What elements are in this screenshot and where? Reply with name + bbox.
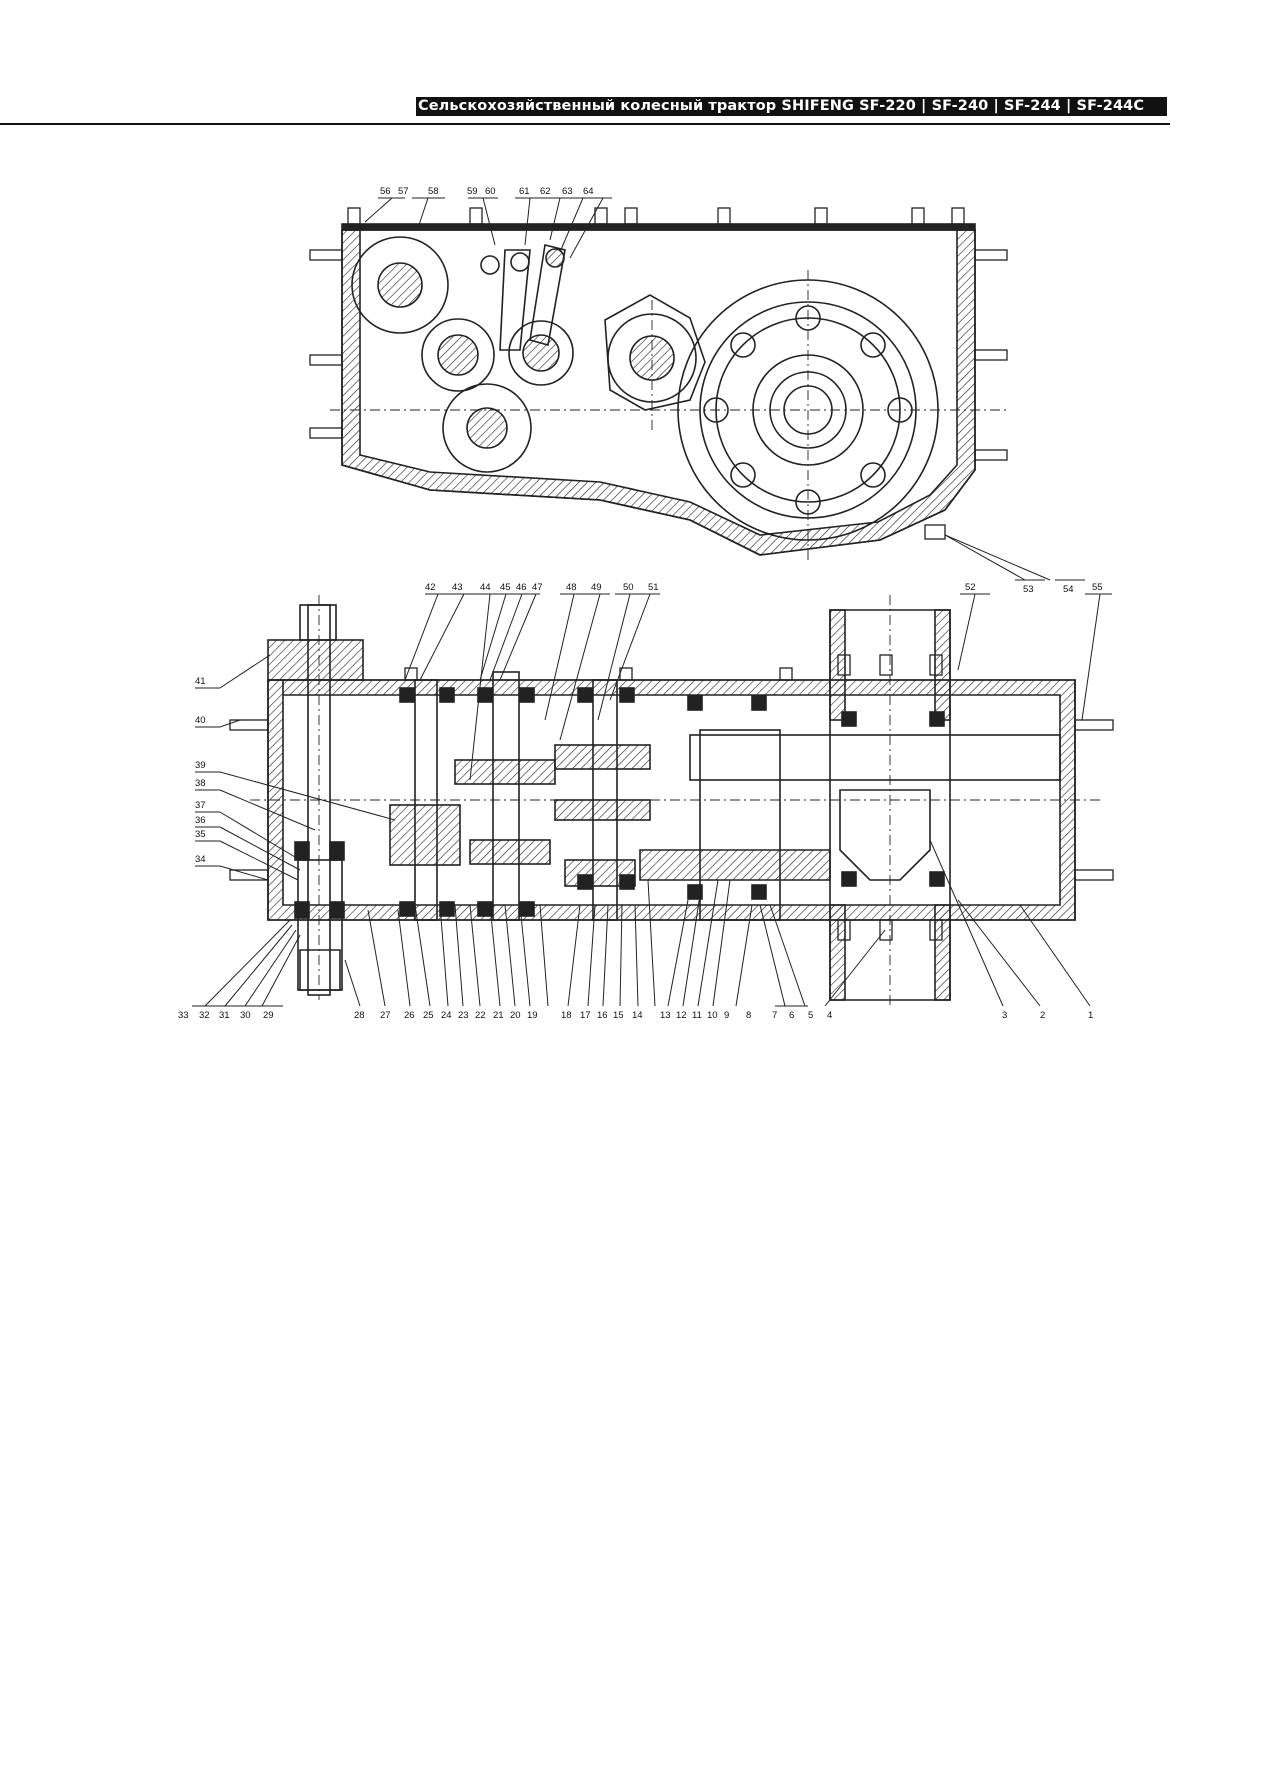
callout-46: 46 (516, 582, 527, 593)
callout-4: 4 (827, 1010, 832, 1021)
callout-48: 48 (566, 582, 577, 593)
callout-60: 60 (485, 186, 496, 197)
callout-58: 58 (428, 186, 439, 197)
callout-8: 8 (746, 1010, 751, 1021)
callout-35: 35 (195, 829, 206, 840)
callout-44: 44 (480, 582, 491, 593)
callout-38: 38 (195, 778, 206, 789)
callout-20: 20 (510, 1010, 521, 1021)
callout-52: 52 (965, 582, 976, 593)
callout-3: 3 (1002, 1010, 1007, 1021)
callout-14: 14 (632, 1010, 643, 1021)
callout-10: 10 (707, 1010, 718, 1021)
callout-29: 29 (263, 1010, 274, 1021)
callout-55: 55 (1092, 582, 1103, 593)
callout-62: 62 (540, 186, 551, 197)
callout-32: 32 (199, 1010, 210, 1021)
callout-25: 25 (423, 1010, 434, 1021)
callout-6: 6 (789, 1010, 794, 1021)
callout-34: 34 (195, 854, 206, 865)
callout-27: 27 (380, 1010, 391, 1021)
callout-36: 36 (195, 815, 206, 826)
callout-53: 53 (1023, 584, 1034, 595)
section-view-callout-labels: 42 43 44 45 46 47 48 49 50 51 52 55 41 4… (178, 582, 1103, 1021)
callout-22: 22 (475, 1010, 486, 1021)
callout-11: 11 (692, 1010, 702, 1021)
callout-21: 21 (493, 1010, 504, 1021)
callout-45: 45 (500, 582, 511, 593)
callout-1: 1 (1088, 1010, 1093, 1021)
callout-39: 39 (195, 760, 206, 771)
callout-30: 30 (240, 1010, 251, 1021)
callout-51: 51 (648, 582, 659, 593)
callout-47: 47 (532, 582, 543, 593)
callout-64: 64 (583, 186, 594, 197)
callout-40: 40 (195, 715, 206, 726)
callout-42: 42 (425, 582, 436, 593)
callout-24: 24 (441, 1010, 452, 1021)
section-view-drawing (192, 593, 1114, 1007)
header-rule (0, 123, 1170, 125)
callout-63: 63 (562, 186, 573, 197)
callout-54: 54 (1063, 584, 1074, 595)
callout-7: 7 (772, 1010, 777, 1021)
callout-9: 9 (724, 1010, 729, 1021)
callout-56: 56 (380, 186, 391, 197)
callout-33: 33 (178, 1010, 189, 1021)
callout-57: 57 (398, 186, 409, 197)
callout-37: 37 (195, 800, 206, 811)
document-header-title: Сельскохозяйственный колесный трактор SH… (416, 97, 1167, 116)
callout-31: 31 (219, 1010, 230, 1021)
callout-43: 43 (452, 582, 463, 593)
callout-16: 16 (597, 1010, 608, 1021)
callout-5: 5 (808, 1010, 813, 1021)
callout-50: 50 (623, 582, 634, 593)
callout-12: 12 (676, 1010, 687, 1021)
callout-28: 28 (354, 1010, 365, 1021)
callout-59: 59 (467, 186, 478, 197)
callout-19: 19 (527, 1010, 538, 1021)
callout-17: 17 (580, 1010, 591, 1021)
callout-61: 61 (519, 186, 530, 197)
callout-15: 15 (613, 1010, 624, 1021)
callout-2: 2 (1040, 1010, 1045, 1021)
callout-49: 49 (591, 582, 602, 593)
top-view-callout-labels: 56 57 58 59 60 61 62 63 64 53 54 (380, 186, 1074, 595)
top-view-drawing (309, 197, 1085, 581)
callout-13: 13 (660, 1010, 671, 1021)
callout-26: 26 (404, 1010, 415, 1021)
callout-41: 41 (195, 676, 206, 687)
callout-18: 18 (561, 1010, 572, 1021)
callout-23: 23 (458, 1010, 469, 1021)
